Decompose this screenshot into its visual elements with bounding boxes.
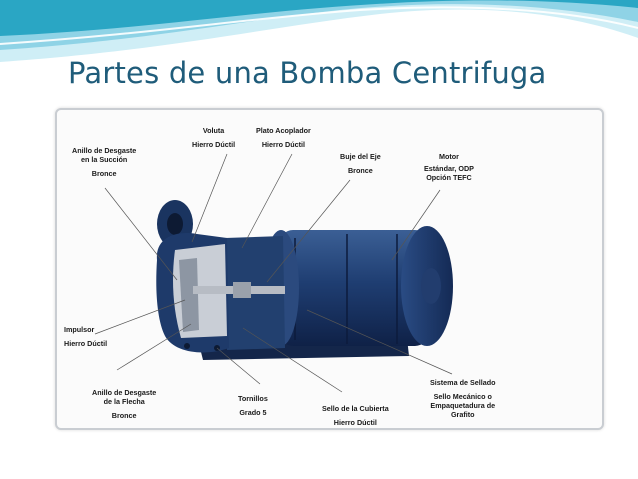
leader-line [216, 347, 261, 385]
wave-white-line [0, 6, 638, 45]
label-voluta: Voluta Hierro Dúctil [192, 126, 236, 149]
leader-line [242, 327, 343, 393]
bolt [184, 343, 190, 349]
suction-flange-bore [167, 213, 183, 235]
label-plato-acoplador: Plato Acoplador Hierro Dúctil [256, 126, 311, 149]
leader-line [116, 323, 192, 371]
leader-lines [94, 153, 453, 393]
label-anillo-succion: Anillo de Desgaste en la Succión Bronce [72, 146, 137, 178]
motor-end-hub [421, 268, 441, 304]
label-buje-eje: Buje del Eje Bronce [340, 152, 381, 175]
leader-line [104, 187, 178, 281]
leader-line [306, 309, 453, 375]
leader-line [266, 179, 351, 283]
slide-title: Partes de una Bomba Centrifuga [68, 56, 547, 90]
label-sistema-sellado: Sistema de Sellado Sello Mecánico o Empa… [430, 378, 496, 419]
label-sello-cubierta: Sello de la Cubierta Hierro Dúctil [322, 404, 389, 427]
label-impulsor: Impulsor Hierro Dúctil [64, 325, 108, 348]
impeller [179, 258, 199, 332]
leader-line [94, 299, 186, 335]
motor-body [279, 230, 429, 346]
header-wave-decoration [0, 0, 638, 62]
shaft-sleeve [233, 282, 251, 298]
wave-dark-band [0, 0, 638, 36]
pump-illustration [94, 153, 453, 393]
label-anillo-flecha: Anillo de Desgaste de la Flecha Bronce [92, 388, 157, 420]
leader-line [191, 153, 228, 243]
label-motor: Motor Estándar, ODP Opción TEFC [424, 152, 474, 182]
leader-line [241, 153, 293, 249]
leader-line [391, 189, 441, 261]
label-tornillos: Tornillos Grado 5 [238, 394, 268, 417]
